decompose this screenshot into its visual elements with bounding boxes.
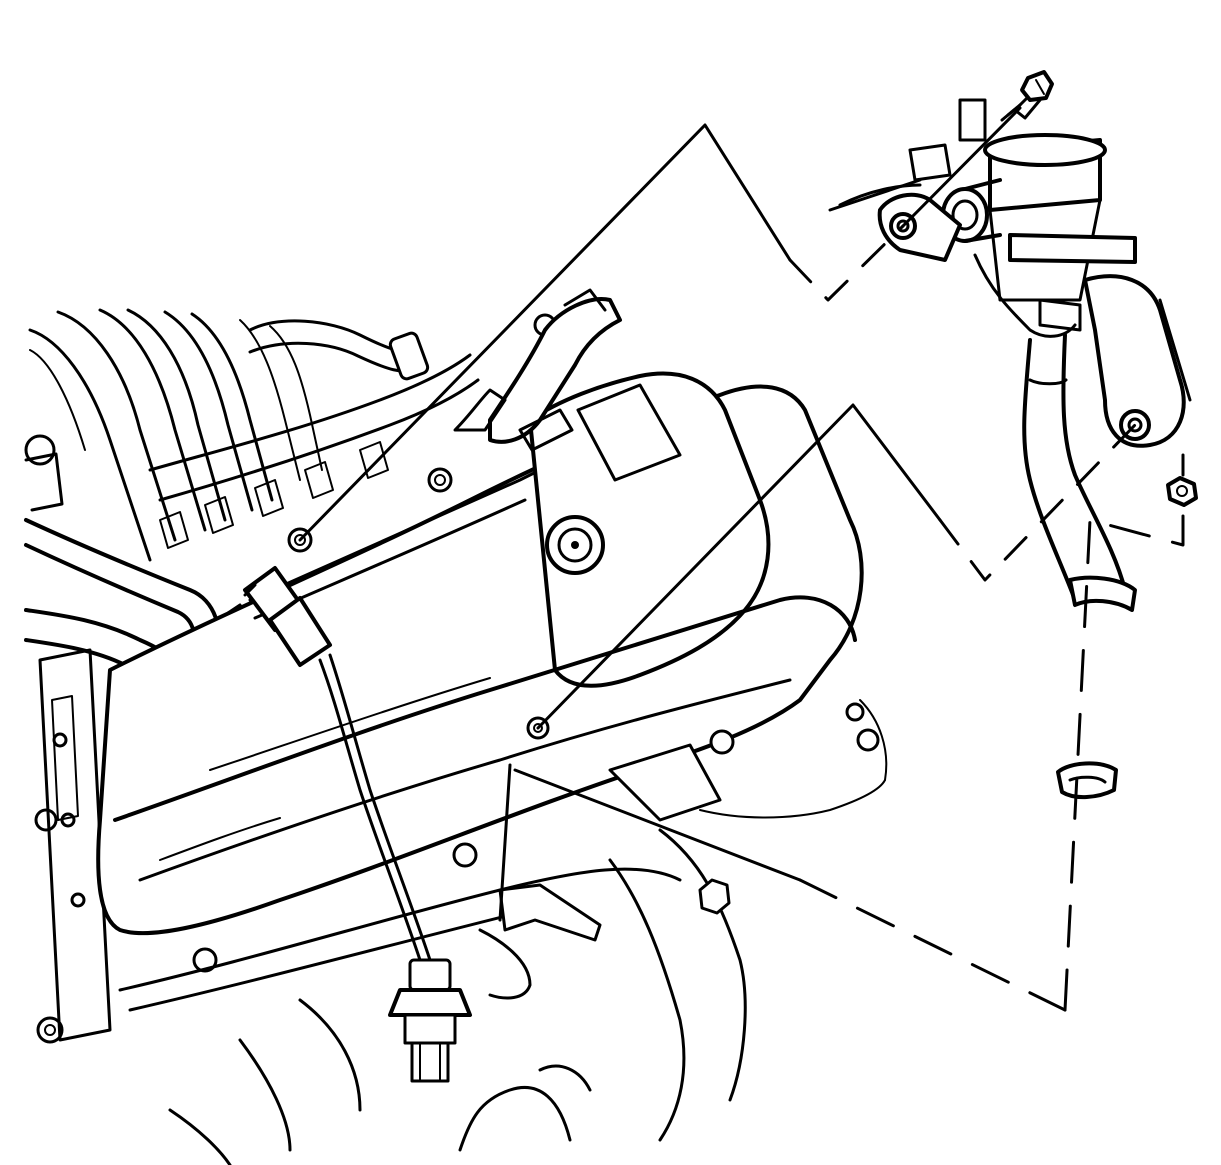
intake-manifold-runners <box>28 308 480 562</box>
mounting-nut <box>1166 453 1198 507</box>
coolant-hose-bracket <box>24 434 221 1044</box>
valve-cover <box>96 313 880 973</box>
air-injection-tube <box>453 288 622 452</box>
exhaust-manifold <box>118 699 888 1165</box>
hose-clamp <box>1056 575 1137 799</box>
leader-lines <box>298 106 1185 1012</box>
mounting-bolt <box>1000 70 1054 122</box>
secondary-air-check-valve <box>828 98 1192 602</box>
oxygen-sensor <box>226 566 472 1083</box>
